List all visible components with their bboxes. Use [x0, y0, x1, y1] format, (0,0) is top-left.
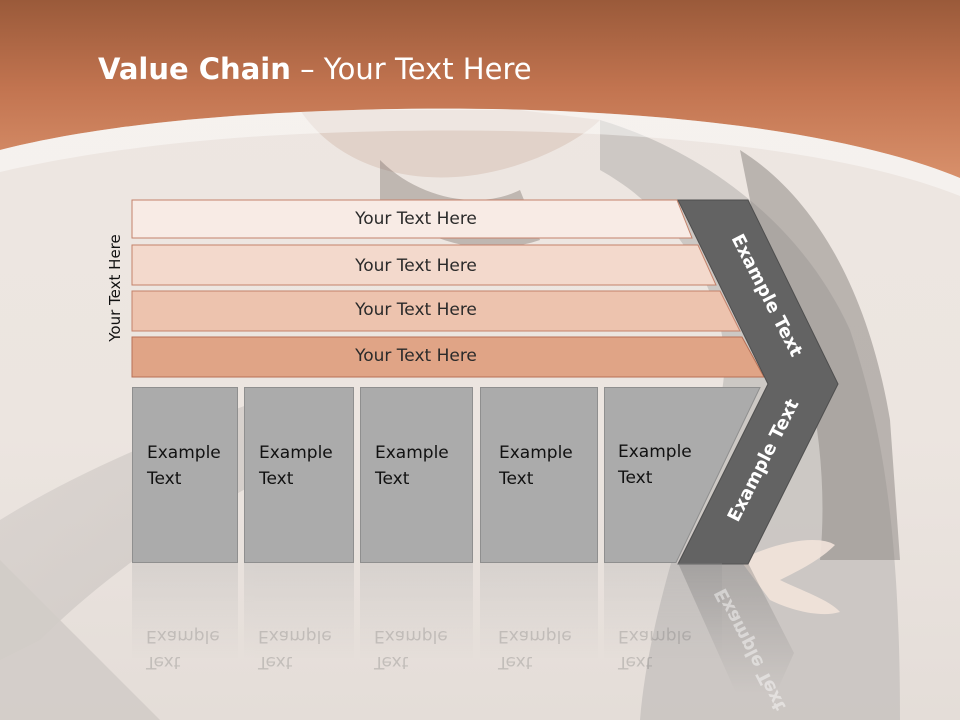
slide-title-rest: – Your Text Here: [290, 52, 532, 86]
activity-box-3-line2: Text: [375, 469, 410, 489]
reflection-box-3-text: Text Example: [374, 623, 448, 675]
activity-box-1-line2: Text: [147, 469, 182, 489]
activity-box-2-line1: Example: [259, 443, 333, 463]
row-3: Your Text Here: [131, 290, 741, 332]
reflection-box-1: Text Example: [132, 563, 238, 683]
activity-box-1-line1: Example: [147, 443, 221, 463]
slide-title-bold: Value Chain: [98, 52, 291, 86]
activity-box-5-line2: Text: [618, 468, 653, 488]
activity-box-3-line1: Example: [375, 443, 449, 463]
activity-box-4-line2: Text: [499, 469, 534, 489]
reflection-box-2: Text Example: [244, 563, 354, 683]
activity-box-2-line2: Text: [259, 469, 294, 489]
row-3-shape: [131, 290, 741, 332]
reflection-box-4-line2: Text: [498, 652, 533, 672]
activity-box-5-shape: [604, 387, 761, 563]
reflection-box-2-line2: Text: [258, 652, 293, 672]
reflection-box-4: Text Example: [480, 563, 598, 683]
reflection-box-3-line2: Text: [374, 652, 409, 672]
row-1-label: Your Text Here: [355, 209, 477, 229]
row-4: Your Text Here: [131, 336, 765, 378]
row-1-shape: [131, 199, 693, 239]
vertical-axis-label: Your Text Here: [106, 234, 124, 342]
reflection-box-2-text: Text Example: [258, 623, 332, 675]
reflection-box-4-text: Text Example: [498, 623, 572, 675]
activity-box-4-line1: Example: [499, 443, 573, 463]
row-2-label: Your Text Here: [355, 256, 477, 276]
row-4-shape: [131, 336, 765, 378]
row-2: Your Text Here: [131, 244, 717, 286]
reflection-box-2-line1: Example: [258, 626, 332, 646]
row-4-label: Your Text Here: [355, 346, 477, 366]
reflection-chevron: [678, 563, 794, 693]
row-1: Your Text Here: [131, 199, 693, 239]
row-2-shape: [131, 244, 717, 286]
reflection-box-3-line1: Example: [374, 626, 448, 646]
reflection-box-4-line1: Example: [498, 626, 572, 646]
reflection-box-1-text: Text Example: [146, 623, 220, 675]
row-3-label: Your Text Here: [355, 300, 477, 320]
reflection-box-3: Text Example: [360, 563, 473, 683]
reflection-box-1-line2: Text: [146, 652, 181, 672]
slide-title: Value Chain – Your Text Here: [98, 52, 532, 86]
reflection-box-1-line1: Example: [146, 626, 220, 646]
reflection-box-5-line2: Text: [618, 652, 653, 672]
activity-box-5-line1: Example: [618, 442, 692, 462]
